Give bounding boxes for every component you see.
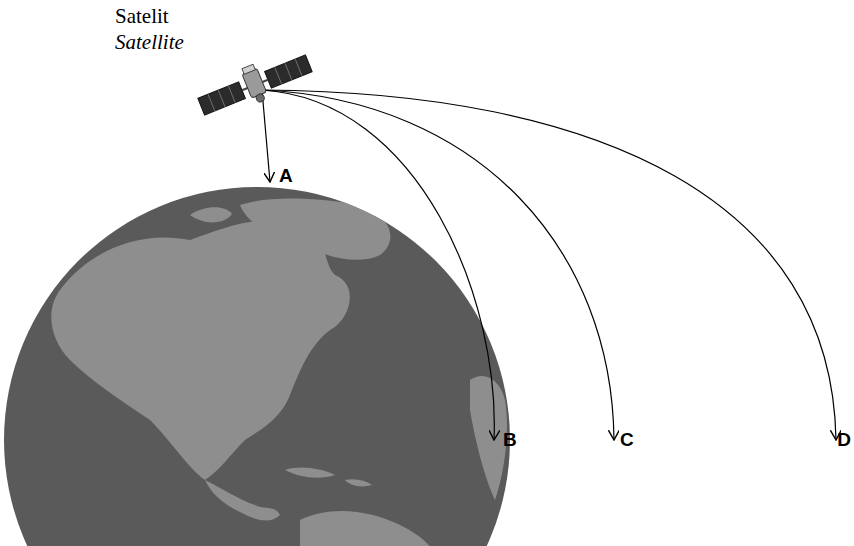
- point-label: B: [503, 430, 517, 449]
- point-label: A: [279, 166, 293, 185]
- satellite: [194, 45, 316, 124]
- trajectory-c: [262, 90, 614, 440]
- satellite-name-translation: Satellite: [115, 32, 184, 53]
- earth: [4, 187, 510, 546]
- trajectories: [262, 90, 836, 440]
- point-label: C: [620, 430, 634, 449]
- trajectory-d: [262, 90, 836, 440]
- satellite-name: Satelit: [115, 6, 169, 27]
- point-label: D: [837, 430, 851, 449]
- trajectory-a: [262, 90, 270, 182]
- trajectory-b: [262, 90, 494, 440]
